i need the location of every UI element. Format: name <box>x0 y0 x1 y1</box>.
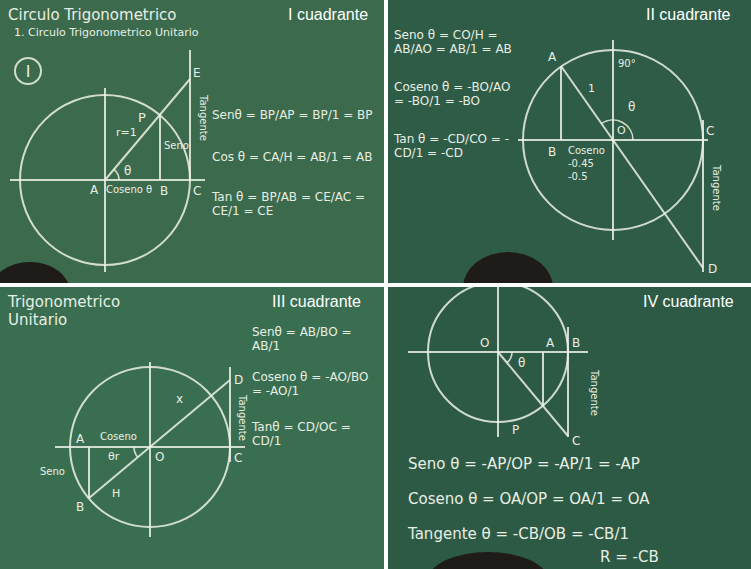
chalk-text: Coseno θ <box>106 184 152 196</box>
chalk-line <box>702 120 704 272</box>
chalk-line <box>567 327 569 437</box>
chalk-text: Seno <box>164 140 189 152</box>
chalk-circle <box>15 58 41 84</box>
chalk-text: O <box>617 124 626 137</box>
chalk-text: Tangente <box>710 165 722 211</box>
panel-drawing <box>55 362 245 537</box>
chalk-text: Tangente θ = -CB/OB = -CB/1 <box>408 525 738 543</box>
chalk-line <box>149 362 151 537</box>
chalk-text: Senθ = AB/BO = AB/1 <box>252 325 380 354</box>
chalk-text: A <box>76 432 84 446</box>
chalk-circle <box>20 95 190 265</box>
chalk-text: Seno θ = CO/H = AB/AO = AB/1 = AB <box>394 28 519 57</box>
chalk-text: x <box>176 392 183 406</box>
chalk-text: Tan θ = -CD/CO = -CD/1 = -CD <box>394 132 519 161</box>
chalk-circle <box>428 287 568 422</box>
chalk-text: Coseno <box>100 431 137 443</box>
chalk-line <box>408 351 588 353</box>
chalk-line <box>498 352 568 436</box>
chalk-text: B <box>76 500 84 514</box>
chalk-text: C <box>572 434 580 448</box>
chalk-line <box>55 446 245 448</box>
chalk-text: H <box>112 487 120 500</box>
angle-arc <box>134 447 138 457</box>
quadrant-label: II cuadrante <box>646 6 731 24</box>
chalk-line <box>89 380 230 498</box>
chalk-text: θ <box>628 100 635 114</box>
student-head <box>463 252 553 283</box>
chalk-text: D <box>234 373 243 387</box>
chalk-text: θr <box>108 450 119 463</box>
chalk-text: B <box>572 336 580 350</box>
chalk-text: θ <box>518 356 525 370</box>
chalk-text: C <box>234 451 242 465</box>
panel-drawing <box>0 50 205 283</box>
chalk-line <box>189 50 191 180</box>
quadrant-label: IV cuadrante <box>643 293 734 311</box>
chalk-text: A <box>546 336 554 350</box>
chalk-text: -0.45 <box>568 158 594 170</box>
angle-arc <box>602 120 633 140</box>
chalk-text: B <box>548 145 556 159</box>
chalk-text: Trigonometrico Unitario <box>8 293 148 329</box>
chalk-text: P <box>138 110 146 126</box>
chalk-text: Tangente <box>197 95 209 141</box>
chalk-line <box>229 367 231 462</box>
quadrant-label: I cuadrante <box>288 6 368 24</box>
chalk-text: θ <box>124 164 131 178</box>
chalk-line <box>88 447 90 498</box>
chalk-text: C <box>193 184 201 198</box>
chalk-text: Coseno θ = -BO/AO = -BO/1 = -BO <box>394 80 519 109</box>
student-head <box>0 262 70 283</box>
chalk-text: Seno θ = -AP/OP = -AP/1 = -AP <box>408 455 738 473</box>
chalk-text: O <box>155 450 164 464</box>
chalk-text: Cos θ = CA/H = AB/1 = AB <box>212 150 377 164</box>
chalk-text: C <box>706 124 714 138</box>
quadrant-label: III cuadrante <box>272 293 361 311</box>
chalk-text: 1 <box>588 82 595 95</box>
chalk-text: O <box>480 336 489 350</box>
angle-arc <box>114 169 119 180</box>
chalk-line <box>10 179 205 181</box>
chalk-text: Tan θ = BP/AB = CE/AC = CE/1 = CE <box>212 190 377 219</box>
chalk-line <box>159 115 161 180</box>
chalk-line <box>612 40 614 240</box>
chalk-line <box>518 139 708 141</box>
chalk-text: r=1 <box>116 126 137 139</box>
chalk-text: R = -CB <box>600 548 659 566</box>
chalk-line <box>497 287 499 437</box>
chalk-text: Senθ = BP/AP = BP/1 = BP <box>212 108 377 122</box>
chalk-text: Coseno θ = OA/OP = OA/1 = OA <box>408 490 738 508</box>
angle-arc <box>507 352 512 363</box>
chalk-line <box>105 79 190 180</box>
chalk-text: Seno <box>40 466 65 478</box>
chalk-text: Circulo Trigonometrico <box>8 6 177 24</box>
chalk-text: Tangente <box>588 370 600 416</box>
chalk-text: B <box>160 184 168 198</box>
chalk-text: Tangente <box>236 395 248 441</box>
chalk-text: E <box>193 66 201 80</box>
chalk-text: P <box>512 423 519 437</box>
chalk-text: Coseno θ = -AO/BO = -AO/1 <box>252 370 380 399</box>
chalk-line <box>542 352 544 406</box>
chalk-line <box>561 66 703 268</box>
chalk-line <box>560 66 562 140</box>
chalk-text: -0.5 <box>568 171 588 183</box>
chalk-text: 1. Circulo Trigonometrico Unitario <box>14 26 199 39</box>
chalk-text: Coseno <box>568 145 605 157</box>
panel-drawing <box>463 40 708 283</box>
chalk-text: I <box>22 62 34 81</box>
chalk-text: 90° <box>618 58 636 70</box>
board-panel: I cuadrante <box>0 0 384 283</box>
chalk-text: Tanθ = CD/OC = CD/1 <box>252 420 380 449</box>
chalk-text: A <box>90 183 98 197</box>
chalk-circle <box>70 367 230 527</box>
chalk-text: A <box>548 50 556 64</box>
chalk-text: D <box>708 262 717 276</box>
chalk-line <box>104 88 106 272</box>
chalk-circle <box>523 50 703 230</box>
student-head <box>428 552 548 569</box>
